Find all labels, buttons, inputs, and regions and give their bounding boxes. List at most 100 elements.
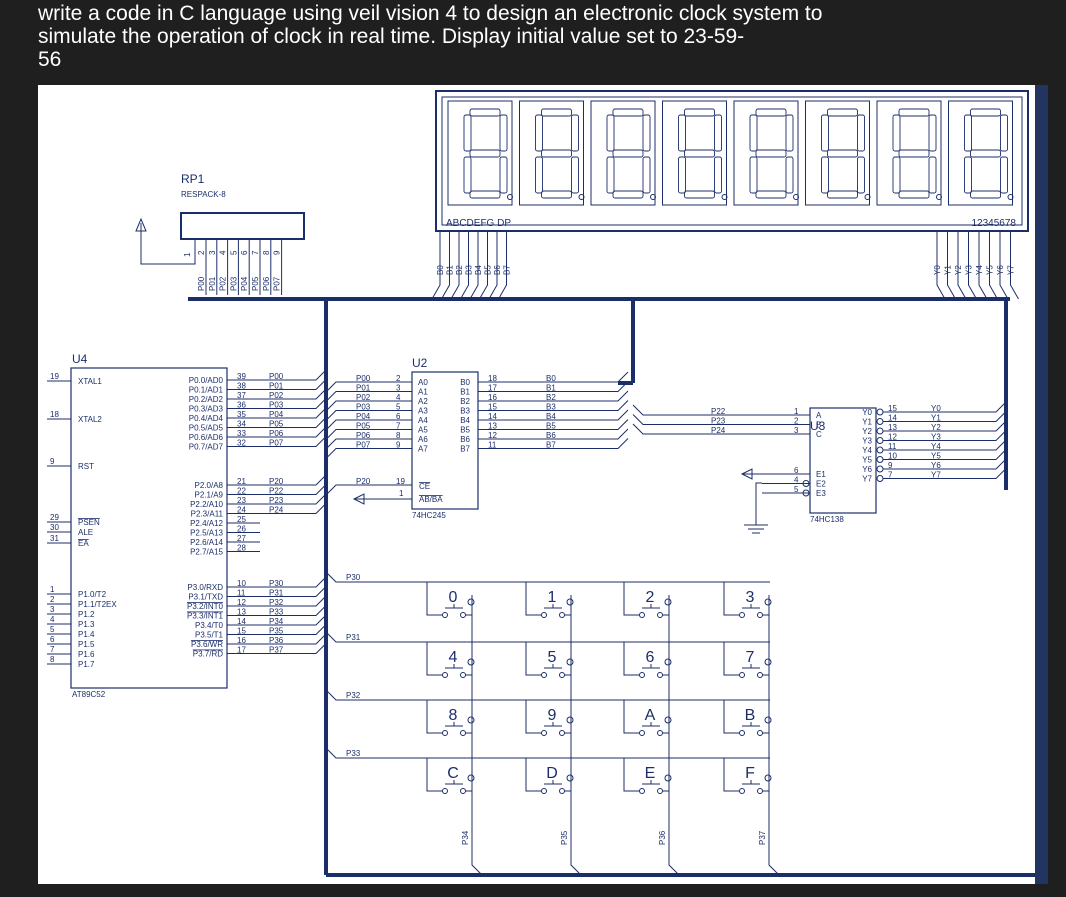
segment xyxy=(898,149,930,158)
u2-pin-name: A0 xyxy=(418,378,428,387)
segment xyxy=(892,156,901,194)
key-label: 6 xyxy=(646,649,655,666)
u4-pin-number: 34 xyxy=(237,420,246,429)
bus-entry xyxy=(260,576,327,588)
segment xyxy=(755,190,787,199)
u4-pin-number: 2 xyxy=(50,595,55,604)
rp1-pin-number: 5 xyxy=(229,250,238,255)
segment xyxy=(535,114,543,152)
u2-pin-number: 15 xyxy=(488,403,497,412)
bus-entry xyxy=(479,280,488,300)
keypad-key: 3 xyxy=(723,582,772,618)
inversion-bubble xyxy=(876,437,884,444)
keypad-row-wire xyxy=(325,571,770,583)
segment xyxy=(1000,156,1008,194)
key-contact xyxy=(460,612,466,618)
segment xyxy=(642,156,651,194)
bus-entry xyxy=(1010,280,1019,300)
u2-pin-name: AB/BA xyxy=(419,495,443,504)
u2-pin-number: 12 xyxy=(488,431,497,440)
key-indicator xyxy=(566,598,574,606)
u2-net-label: P07 xyxy=(356,441,371,450)
segment xyxy=(499,114,508,152)
u4-net-label: P03 xyxy=(269,401,284,410)
key-label: 0 xyxy=(449,589,458,606)
segment xyxy=(1000,114,1008,152)
key-indicator xyxy=(764,658,772,666)
key-contact xyxy=(739,612,745,618)
dig-pin-label: Y5 xyxy=(986,265,995,275)
u2-net-label: B3 xyxy=(546,403,556,412)
keypad-key: E xyxy=(623,758,672,794)
u3-net-label: Y3 xyxy=(931,433,941,442)
u2-pin-name: B4 xyxy=(460,416,470,425)
display-frame xyxy=(435,90,1029,232)
rp1-pin-number: 9 xyxy=(273,250,282,255)
digit-window xyxy=(519,100,584,206)
keypad-row-wire xyxy=(325,689,770,701)
u3-pin-name: Y4 xyxy=(862,446,872,455)
keypad-key: C xyxy=(426,758,475,794)
segment xyxy=(755,149,787,158)
decimal-point xyxy=(507,194,513,200)
u4-pin-number: 28 xyxy=(237,544,246,553)
keypad-col-wire xyxy=(768,595,780,876)
u2-pin-name: B6 xyxy=(460,435,470,444)
rp1-pin-number: 1 xyxy=(183,252,192,257)
segment xyxy=(857,114,865,152)
u3-net-label: P23 xyxy=(711,417,726,426)
keypad-key: D xyxy=(525,758,574,794)
digit-window xyxy=(447,100,513,206)
inversion-bubble xyxy=(802,480,810,487)
key-contact xyxy=(460,730,466,736)
u2-net-label: P02 xyxy=(356,393,371,402)
bus-entry xyxy=(469,280,479,300)
bus-entry xyxy=(260,503,327,514)
u4-pin-number: 9 xyxy=(50,457,55,466)
bus-entry xyxy=(260,426,327,438)
u3-pin-name: A xyxy=(816,411,822,420)
key-indicator xyxy=(467,658,475,666)
inversion-bubble xyxy=(876,475,884,482)
key-label: D xyxy=(546,765,558,782)
key-contact xyxy=(460,788,466,794)
segment xyxy=(571,114,579,152)
key-wire xyxy=(525,700,542,734)
seven-seg-digit xyxy=(733,100,799,206)
u4-pin-name: EA xyxy=(78,539,89,548)
u2-net-label: B0 xyxy=(546,374,556,383)
bus-entry xyxy=(883,430,1007,441)
u4-pin-number: 24 xyxy=(237,506,246,515)
u4-pin-name: P2.4/A12 xyxy=(190,519,223,528)
u4-net-label: P02 xyxy=(269,391,284,400)
segment xyxy=(827,190,858,199)
key-label: A xyxy=(645,707,656,724)
seven-seg-digit xyxy=(805,100,871,206)
u3-pin-name: E1 xyxy=(816,470,826,479)
u2-net-label: P05 xyxy=(356,422,371,431)
bus-entry xyxy=(883,411,1007,422)
u2-pin-number: 8 xyxy=(396,431,401,440)
keypad-row-label: P30 xyxy=(346,573,361,582)
bus-entry xyxy=(957,280,967,300)
u4-pin-number: 8 xyxy=(50,655,55,664)
u3-net-label: Y5 xyxy=(931,452,941,461)
u4-pin-number: 19 xyxy=(50,372,59,381)
u2-ref: U2 xyxy=(412,356,428,370)
bus-entry xyxy=(260,398,327,409)
bus-entry xyxy=(478,400,629,411)
u4-pin-number: 22 xyxy=(237,487,246,496)
bus-entry xyxy=(488,280,498,300)
u4-pin-number: 37 xyxy=(237,391,246,400)
u2-pin-number: 5 xyxy=(396,403,401,412)
u3-net-label: Y7 xyxy=(931,471,941,480)
key-label: 4 xyxy=(449,649,458,666)
bus-entry xyxy=(999,280,1009,300)
u4-net-label: P34 xyxy=(269,617,284,626)
u4-pin-number: 39 xyxy=(237,372,246,381)
u4-pin-name: P1.3 xyxy=(78,620,95,629)
keypad-key: 7 xyxy=(723,642,772,678)
ground-wire xyxy=(755,482,762,525)
u3-pin-number: 13 xyxy=(888,423,897,432)
u3-net-label: P22 xyxy=(711,407,726,416)
